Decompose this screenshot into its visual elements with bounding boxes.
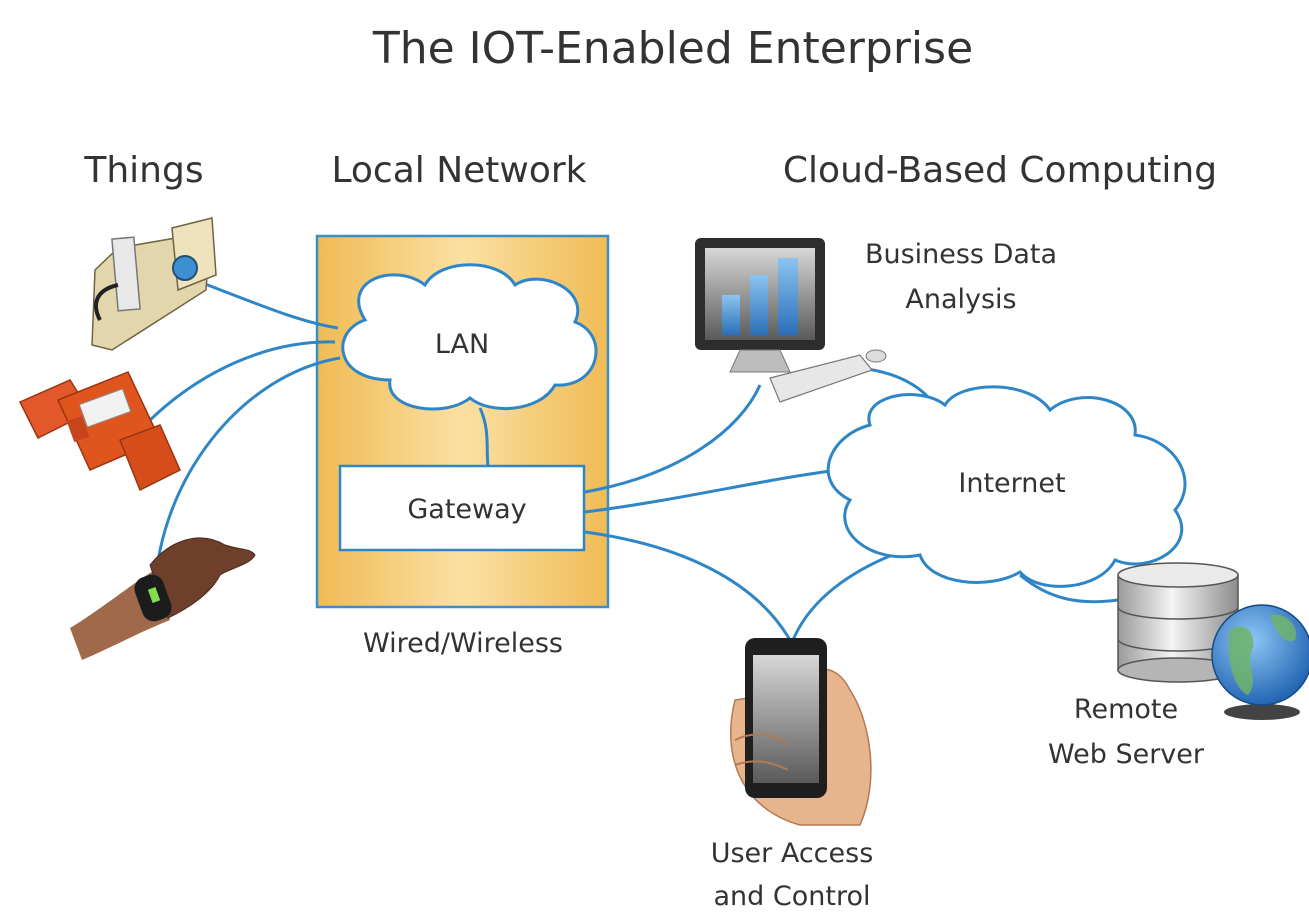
link-internet-server: [1019, 573, 1119, 604]
link-gateway-monitor: [584, 384, 762, 494]
valve-sensor-icon: [18, 371, 181, 492]
remote-server-label-line2: Web Server: [1048, 739, 1205, 770]
computer-monitor-icon: [695, 238, 887, 403]
user-access-label-line2: and Control: [714, 881, 871, 912]
section-things: Things: [83, 150, 203, 191]
user-access-label-line1: User Access: [711, 838, 874, 869]
business-data-label-line2: Analysis: [905, 284, 1016, 315]
link-wristband-lan: [153, 356, 341, 591]
link-gateway-phone: [584, 530, 792, 641]
lan-cloud-shape: [341, 263, 598, 411]
gateway-label: Gateway: [407, 494, 526, 525]
link-internet-phone: [791, 548, 906, 641]
connection-lines: [143, 282, 1119, 641]
link-gateway-internet: [584, 468, 839, 514]
globe-icon: [1211, 604, 1309, 720]
business-data-label-line1: Business Data: [865, 239, 1057, 270]
internet-label: Internet: [958, 468, 1065, 499]
lan-label: LAN: [435, 329, 489, 360]
remote-server-label-line1: Remote: [1074, 694, 1178, 725]
link-camera-lan: [204, 282, 339, 330]
wired-wireless-label: Wired/Wireless: [363, 628, 563, 659]
gateway-node: Gateway: [338, 464, 586, 552]
section-local-network: Local Network: [331, 150, 586, 191]
smartphone-in-hand-icon: [730, 638, 872, 826]
internet-cloud-shape: [826, 385, 1187, 588]
link-lan-gateway: [478, 407, 490, 467]
section-cloud-computing: Cloud-Based Computing: [783, 150, 1217, 191]
link-valve-lan: [143, 340, 336, 427]
gateway-box: [338, 464, 586, 552]
fitness-wristband-icon: [70, 537, 256, 660]
security-camera-icon: [91, 217, 217, 351]
lan-cloud: LAN: [341, 263, 598, 411]
internet-cloud: Internet: [826, 385, 1187, 588]
diagram-title: The IOT-Enabled Enterprise: [372, 23, 973, 74]
